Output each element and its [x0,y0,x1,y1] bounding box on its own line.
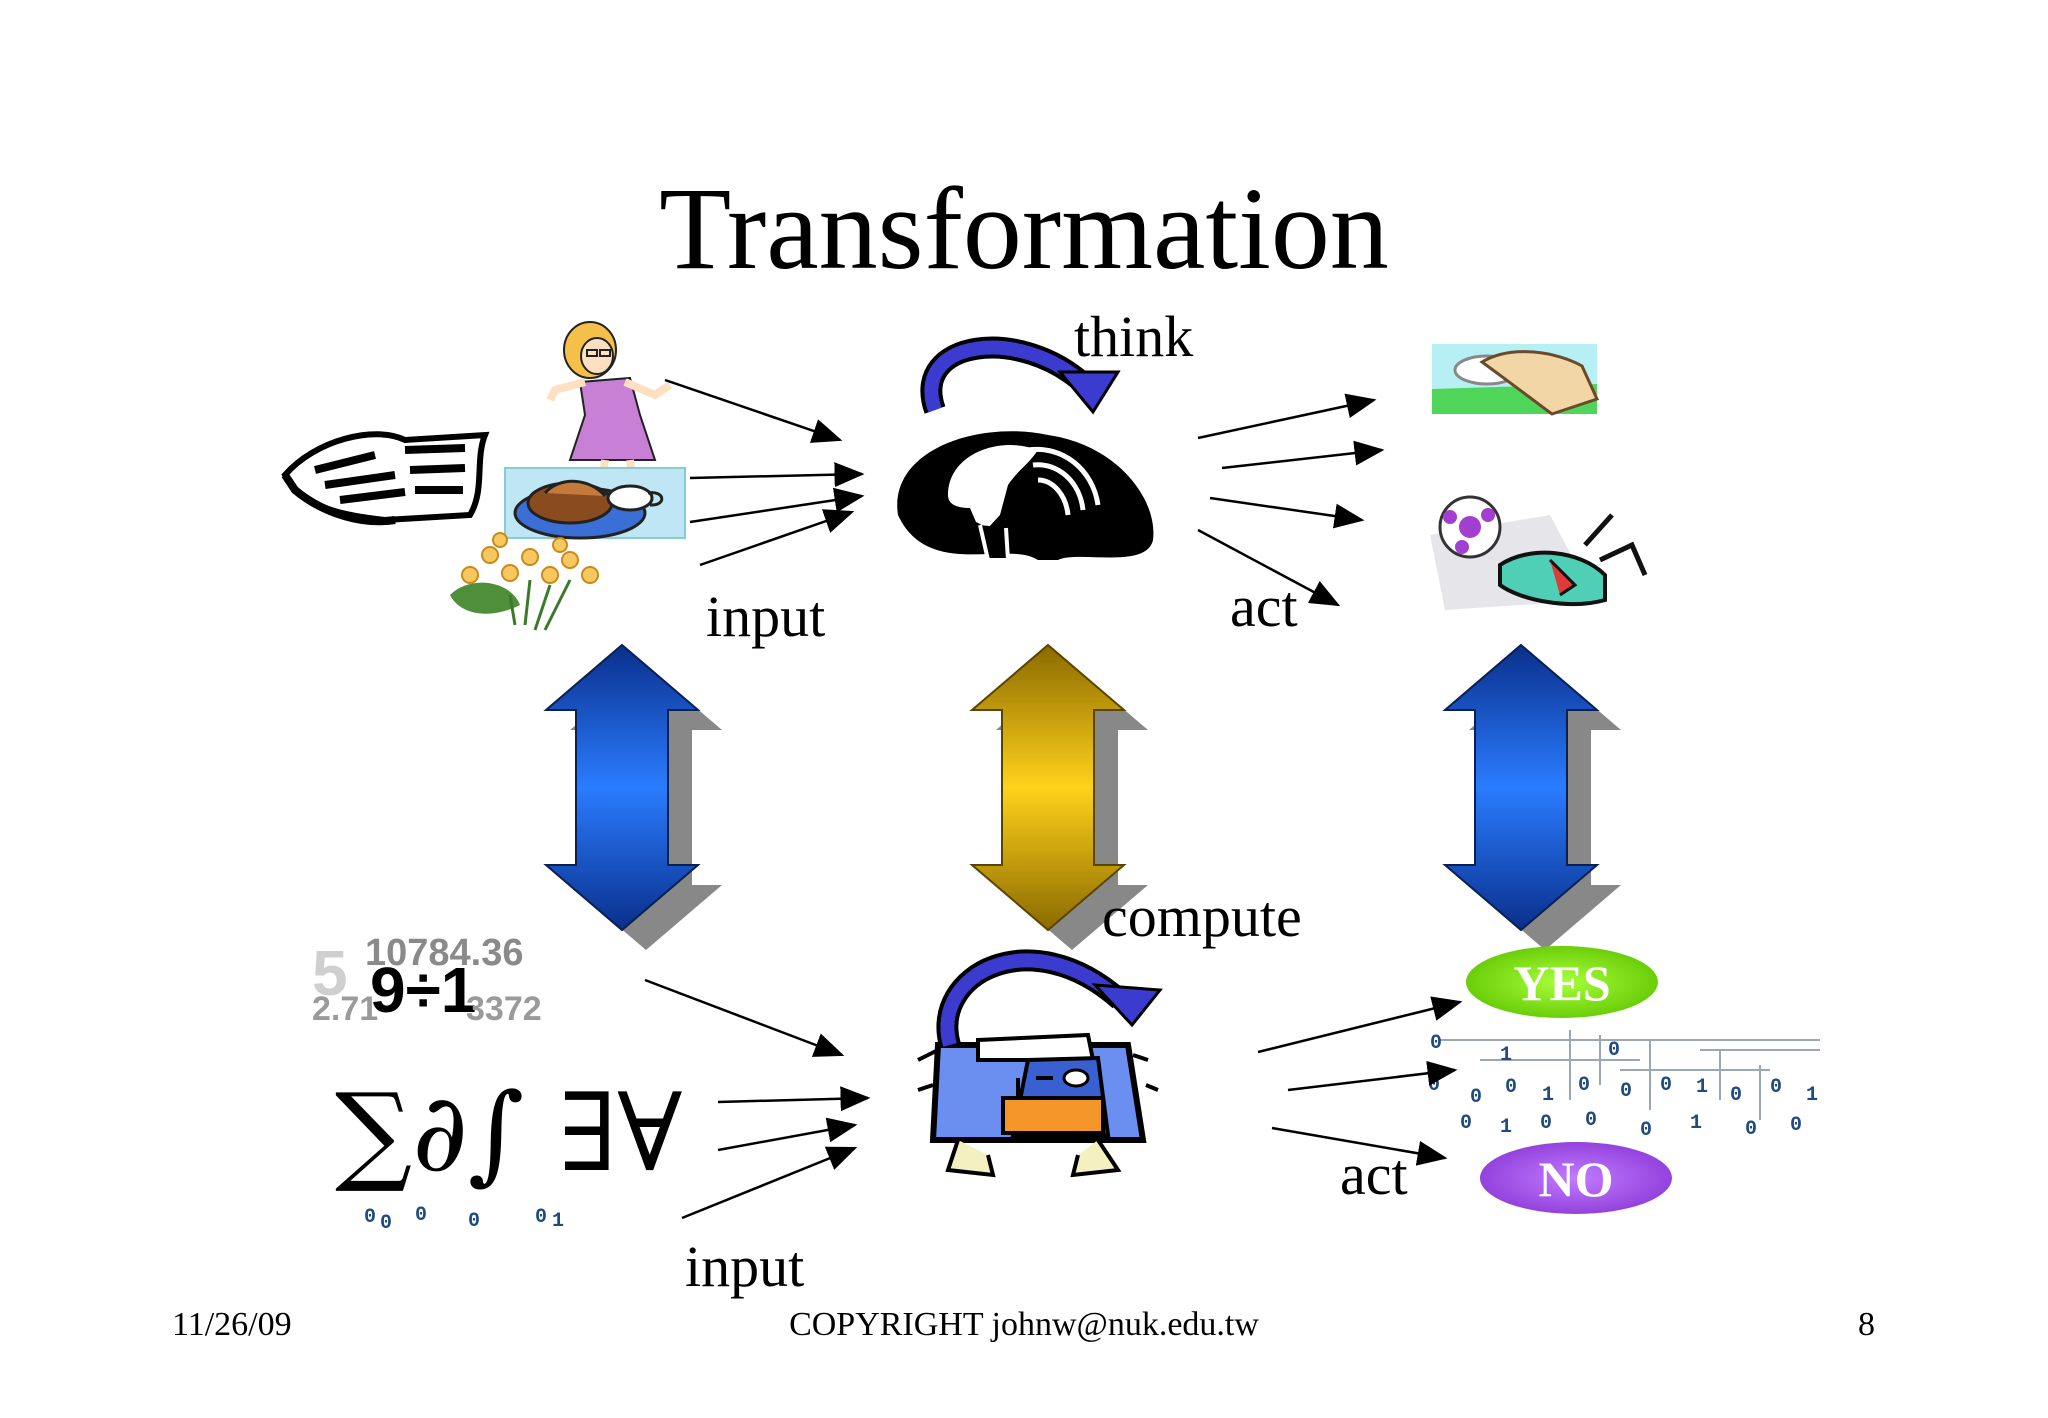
flowers-icon [450,532,599,631]
mouse-hand-icon [1432,344,1600,416]
yes-text: YES [1513,955,1610,1011]
svg-text:0: 0 [1660,1074,1672,1097]
svg-text:0: 0 [1608,1039,1620,1062]
svg-text:0: 0 [1790,1114,1802,1137]
svg-text:0: 0 [1745,1118,1757,1141]
input-arrows-top [664,378,865,567]
footer-page-number: 8 [1858,1306,1875,1343]
svg-text:0: 0 [1428,1074,1440,1097]
compute-label: compute [1102,884,1302,949]
svg-text:1: 1 [1696,1076,1708,1099]
svg-text:0: 0 [1505,1076,1517,1099]
act-label-bottom: act [1340,1142,1408,1207]
svg-text:0: 0 [1470,1086,1482,1109]
svg-text:0: 0 [535,1206,547,1229]
cake-icon [504,467,686,540]
act-arrows-bottom [1257,996,1463,1166]
compute-loop-arrow [940,953,1125,1047]
page-title: Transformation [659,163,1389,294]
gold-double-arrow-center [969,643,1148,950]
no-text: NO [1539,1151,1614,1207]
svg-text:0: 0 [1620,1080,1632,1103]
math-number-2b: 3372 [466,990,542,1028]
svg-text:0: 0 [1585,1109,1597,1132]
math-division: 9÷1 [370,954,476,1026]
svg-text:0: 0 [1770,1076,1782,1099]
math-number-1: 10784.36 [365,932,524,974]
blue-double-arrow-right [1442,643,1621,950]
svg-text:1: 1 [1542,1084,1554,1107]
svg-text:0: 0 [1540,1112,1552,1135]
computer-icon [917,1032,1159,1178]
svg-text:1: 1 [1500,1116,1512,1139]
head-icon [897,431,1154,562]
svg-text:0: 0 [1730,1084,1742,1107]
footer-copyright: COPYRIGHT johnw@nuk.edu.tw [789,1306,1259,1343]
svg-text:0: 0 [468,1210,480,1233]
math-five: 5 [312,937,348,1009]
svg-text:0: 0 [1460,1112,1472,1135]
no-badge: NO [1480,1142,1672,1214]
svg-text:0: 0 [1640,1119,1652,1142]
svg-text:0: 0 [1430,1032,1442,1055]
svg-text:0: 0 [364,1206,376,1229]
svg-text:1: 1 [552,1210,564,1233]
blue-double-arrow-left [543,643,722,950]
act-label-top: act [1230,574,1298,639]
input-arrows-bottom [644,978,871,1220]
svg-text:0: 0 [415,1204,427,1227]
svg-text:0: 0 [1578,1074,1590,1097]
svg-text:1: 1 [1806,1084,1818,1107]
yes-badge: YES [1466,946,1658,1018]
input-label-top: input [706,584,826,649]
math-numbers-icon: 5 10784.36 9÷1 2.71 3372 [312,932,542,1028]
svg-text:1: 1 [1690,1112,1702,1135]
math-symbols: ∑∂∫ ∃∀ [335,1071,682,1196]
act-arrows-top [1197,393,1385,607]
input-label-bottom: input [685,1234,805,1299]
svg-text:0: 0 [380,1212,392,1235]
svg-text:1: 1 [1500,1044,1512,1067]
math-number-2a: 2.71 [312,990,378,1028]
soccer-icon [1430,495,1648,610]
think-label: think [1074,304,1194,369]
footer-date: 11/26/09 [172,1306,292,1343]
newspaper-icon [281,431,490,526]
